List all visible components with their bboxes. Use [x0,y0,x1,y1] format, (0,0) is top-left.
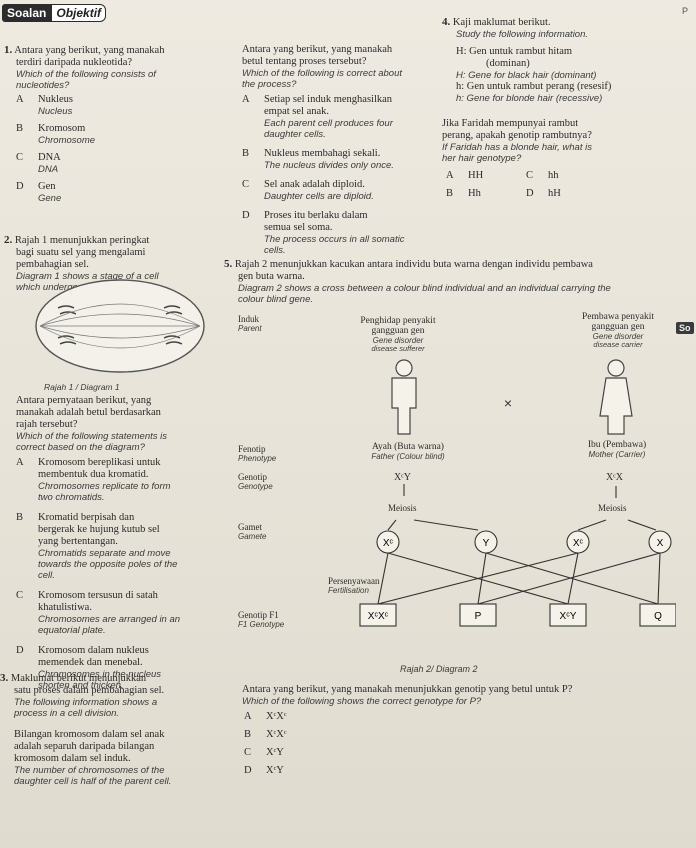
meiosis-label-mother: Meiosis [598,503,627,513]
row-label-phenotype: Fenotip Phenotype [238,444,277,463]
question-5: 5. Rajah 2 menunjukkan kacukan antara in… [224,258,611,305]
gamete-4: X [657,538,664,549]
f1-genotype-q: Q [654,611,662,622]
question-3: 3. Maklumat berikut menunjukkan satu pro… [0,672,236,787]
edge-tab: So [676,322,694,334]
mother-label: Ibu (Pembawa) Mother (Carrier) [587,440,647,459]
section-header: Soalan Objektif [2,4,107,22]
mother-genotype: XᶜX [606,472,624,483]
carrier-label: Pembawa penyakit gangguan gen Gene disor… [581,312,655,349]
f1-genotype-1: XᶜXᶜ [368,611,389,622]
genetic-cross-diagram: Induk Parent Fenotip Phenotype Genotip G… [238,312,676,662]
question-2-stem: Antara pernyataan berikut, yang manakah … [4,395,244,691]
father-genotype: XᶜY [394,472,412,483]
question-text: Antara yang berikut, yang manakah [14,45,165,56]
section-tag-soalan: Soalan [2,4,52,22]
row-label-fertilisation: Persenyawaan Fertilisation [328,576,380,595]
father-figure [391,359,417,435]
diagram-1-caption: Rajah 1 / Diagram 1 [44,382,120,392]
sufferer-label: Penghidap penyakit gangguan gen Gene dis… [360,316,436,353]
question-4: 4. Kaji maklumat berikut. Study the foll… [442,16,652,200]
question-5-stem: Antara yang berikut, yang manakah menunj… [242,684,682,777]
question-text-en: Which of the following consists of [16,69,156,80]
question-mid: Antara yang berikut, yang manakah betul … [242,44,432,256]
question-text: terdiri daripada nukleotida? [16,57,133,68]
f1-genotype-p: P [475,611,482,622]
meiosis-label-father: Meiosis [388,503,417,513]
cell-division-diagram [30,276,210,383]
section-tag-objektif: Objektif [51,4,107,22]
question-text-en: nucleotides? [16,80,70,91]
question-number: 1. [4,44,13,56]
gamete-2: Y [483,538,490,549]
question-1: 1. Antara yang berikut, yang manakah ter… [4,44,244,204]
gamete-1: Xᶜ [383,538,394,549]
diagram-2-caption: Rajah 2/ Diagram 2 [400,664,478,674]
cross-sign: × [504,395,512,411]
info-box: Bilangan kromosom dalam sel anak adalah … [14,729,172,787]
row-label-parent: Induk Parent [238,314,262,333]
gamete-3: Xᶜ [573,538,584,549]
row-label-genotype: Genotip Genotype [238,472,273,491]
f1-genotype-3: XᶜY [560,611,577,622]
edge-fragment: P [682,6,689,16]
mother-figure [599,359,633,435]
row-label-f1: Genotip F1 F1 Genotype [238,610,285,629]
father-label: Ayah (Buta warna) Father (Colour blind) [371,442,445,461]
info-box: H: Gen untuk rambut hitam (dominan) H: G… [456,46,612,104]
row-label-gamete: Gamet Gamete [238,522,267,541]
